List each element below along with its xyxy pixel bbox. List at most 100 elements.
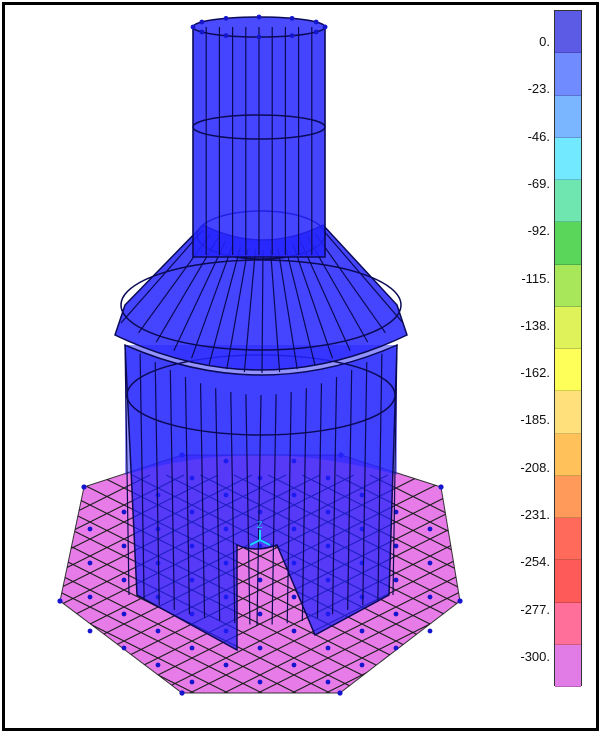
slab-node — [457, 598, 463, 604]
slab-node — [257, 679, 263, 685]
cylinder-panel-line — [331, 377, 338, 615]
cone-panel-line — [269, 249, 281, 373]
legend-value-label: -254. — [520, 554, 550, 570]
cylinder-panel-line — [286, 391, 292, 624]
lower-cylinder[interactable] — [124, 343, 398, 652]
slab-node — [427, 594, 433, 600]
cylinder-panel-line — [124, 344, 130, 596]
legend-segment — [555, 306, 581, 349]
cone-panel-line — [173, 240, 227, 352]
slab-node — [81, 484, 87, 490]
slab-node — [179, 690, 185, 696]
shaft-node — [223, 33, 229, 39]
slab-node — [393, 645, 399, 651]
slab-grid-line — [335, 474, 460, 693]
legend-value-label: -115. — [521, 270, 550, 286]
legend-segment — [555, 602, 581, 645]
slab-node — [427, 526, 433, 532]
cylinder-panel-line — [256, 394, 262, 626]
shaft-node — [199, 19, 205, 25]
legend-segment — [555, 475, 581, 518]
legend-value-label: -23. — [527, 81, 550, 97]
cylinder-panel-line — [316, 383, 323, 618]
slab-node — [393, 611, 399, 617]
legend-segment — [555, 349, 581, 392]
legend-segment — [555, 560, 581, 603]
model-viewport[interactable]: Z — [5, 5, 515, 730]
slab-grid-line — [267, 474, 460, 693]
slab-node — [57, 598, 63, 604]
shaft-node — [313, 29, 319, 35]
slab-node — [87, 628, 93, 634]
cone-panel-line — [292, 243, 334, 359]
legend-segment — [555, 53, 581, 96]
cylinder-panel-line — [139, 353, 145, 601]
legend-value-label: -300. — [520, 648, 550, 664]
axis-z-label: Z — [257, 520, 263, 530]
lower-cylinder-front — [124, 343, 398, 652]
cone-panel-line — [277, 248, 298, 370]
structure-3d-view[interactable]: Z — [5, 5, 515, 730]
cylinder-panel-line — [215, 388, 221, 621]
legend-value-label: -231. — [520, 507, 550, 522]
slab-node — [121, 509, 127, 515]
legend-value-label: -277. — [520, 601, 550, 617]
cylinder-panel-line — [230, 391, 236, 624]
legend-segment — [555, 95, 581, 138]
slab-node — [337, 690, 343, 696]
legend-value-label: -162. — [520, 365, 550, 381]
cylinder-panel-line — [392, 344, 398, 596]
legend-segment — [555, 518, 581, 561]
legend-color-bar — [554, 10, 582, 687]
legend-value-label: -208. — [520, 459, 550, 475]
slab-node — [325, 679, 331, 685]
conical-transition[interactable] — [114, 210, 408, 374]
slab-node — [87, 594, 93, 600]
legend-value-label: -138. — [520, 317, 550, 333]
slab-grid-line — [165, 474, 460, 693]
slab-node — [121, 611, 127, 617]
slab-grid-line — [199, 474, 460, 693]
legend-value-label: -92. — [527, 223, 550, 239]
cone-panel-line — [284, 246, 316, 365]
cylinder-panel-line — [169, 369, 175, 611]
slab-node — [359, 662, 365, 668]
upper-shaft[interactable] — [190, 14, 328, 258]
cone-panel-line — [120, 229, 204, 324]
slab-node — [189, 679, 195, 685]
shaft-node — [256, 14, 262, 20]
slab-node — [223, 662, 229, 668]
legend-value-label: -69. — [527, 175, 550, 191]
cone-panel-line — [226, 248, 249, 370]
cylinder-panel-line — [362, 362, 368, 606]
slab-node — [291, 594, 297, 600]
slab-node — [189, 645, 195, 651]
slab-node — [359, 628, 365, 634]
legend-value-label: 0. — [539, 34, 550, 49]
legend-value-label: -185. — [520, 412, 550, 428]
slab-node — [121, 543, 127, 549]
legend-segment — [555, 433, 581, 476]
slab-node — [291, 662, 297, 668]
cylinder-panel-line — [271, 394, 277, 625]
cone-panel-line — [315, 233, 386, 334]
cylinder-panel-line — [199, 383, 206, 618]
shaft-node — [322, 24, 328, 30]
shaft-node — [190, 24, 196, 30]
cone-panel-line — [322, 229, 404, 324]
cone-panel-line — [190, 243, 234, 359]
cone-panel-line — [261, 249, 264, 374]
slab-grid-line — [233, 474, 460, 693]
shaft-node — [223, 15, 229, 21]
shaft-node — [199, 29, 205, 35]
shaft-node — [289, 33, 295, 39]
legend-segment — [555, 264, 581, 307]
axis-triad[interactable]: Z — [249, 520, 271, 546]
slab-node — [325, 645, 331, 651]
cylinder-panel-line — [154, 362, 160, 606]
legend-segment — [555, 180, 581, 223]
legend-value-label: -46. — [527, 128, 550, 144]
cylinder-panel-line — [377, 353, 383, 601]
slab-node — [257, 611, 263, 617]
slab-node — [257, 577, 263, 583]
